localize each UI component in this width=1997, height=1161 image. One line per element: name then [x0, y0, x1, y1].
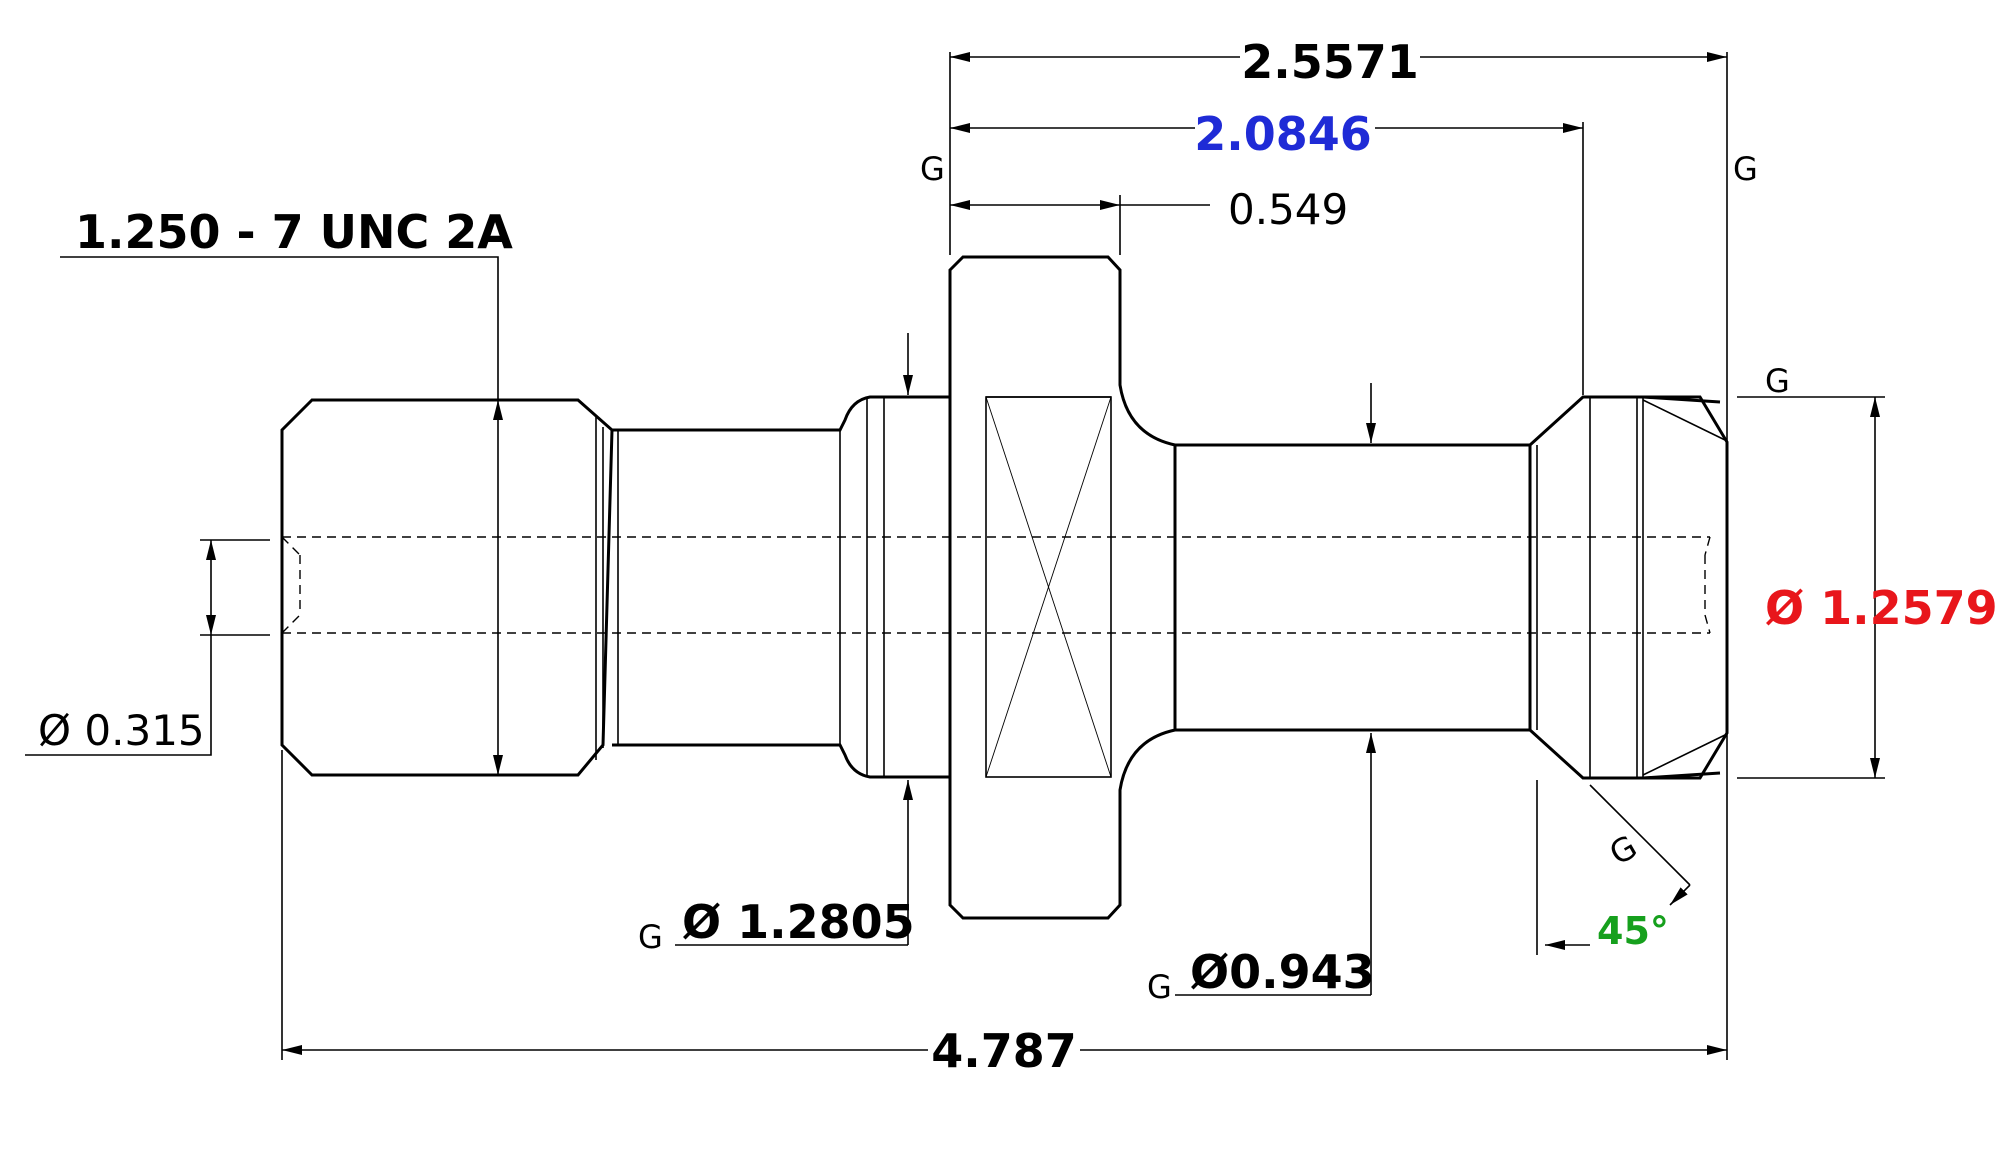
dimension-labels: 4.787 2.5571 2.0846 0.549 1.250 - 7 UNC … [38, 35, 1997, 1078]
label-shank-dia: Ø0.943 [1190, 945, 1375, 999]
thread-section-outline [280, 398, 614, 777]
head-outline [1528, 395, 1729, 780]
flange-outline [948, 255, 1177, 920]
g-marker-shank: G [1147, 968, 1172, 1006]
label-head-dia: Ø 1.2579 [1765, 581, 1997, 635]
label-overall-length: 4.787 [931, 1024, 1077, 1078]
groove-outline [612, 395, 952, 779]
g-marker-flange: G [920, 150, 945, 188]
g-marker-chamfer: G [1603, 828, 1643, 873]
label-bore-dia: Ø 0.315 [38, 706, 205, 755]
label-chamfer-angle: 45° [1597, 909, 1669, 953]
part-outline [280, 255, 1729, 920]
label-flange-width: 0.549 [1228, 185, 1348, 234]
g-marker-head: G [1765, 362, 1790, 400]
g-marker-right: G [1733, 150, 1758, 188]
label-thread-spec: 1.250 - 7 UNC 2A [75, 205, 513, 259]
label-collar-dia: Ø 1.2805 [682, 895, 915, 949]
label-top-length: 2.5571 [1241, 35, 1419, 89]
g-markers: G G G G G G [638, 150, 1790, 1006]
g-marker-collar: G [638, 918, 663, 956]
label-blue-length: 2.0846 [1194, 107, 1372, 161]
